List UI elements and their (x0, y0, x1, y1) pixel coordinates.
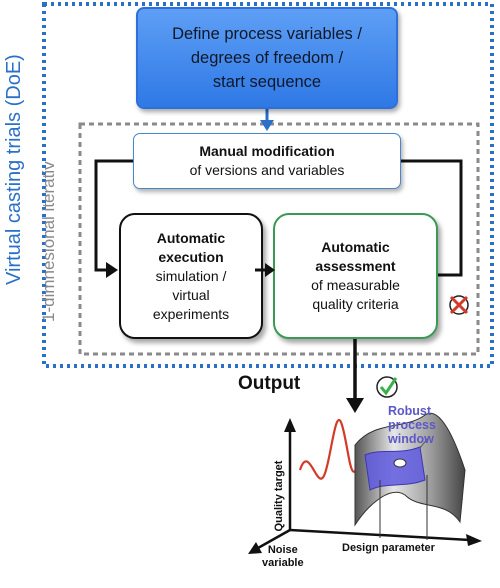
automatic-execution-box: Automatic execution simulation / virtual… (119, 213, 263, 339)
reject-icon (449, 295, 469, 315)
design-parameter-label: Design parameter (342, 542, 435, 554)
quality-target-label: Quality target (273, 460, 285, 532)
assess-body-2: quality criteria (312, 296, 399, 312)
top-box-line-2: degrees of freedom / (190, 49, 344, 67)
doe-frame (42, 2, 494, 368)
robust-window-label: Robust process window (388, 404, 436, 446)
noise-line-2: variable (262, 557, 304, 569)
arrow-to-output-head (346, 398, 364, 413)
iteration-frame (78, 122, 480, 356)
exec-body-2: virtual (172, 286, 210, 303)
robust-line-1: Robust (388, 404, 432, 418)
exec-body-1: simulation / (155, 267, 227, 284)
accept-icon (376, 376, 398, 398)
top-box-line-1: Define process variables / (172, 25, 362, 43)
arrow-manual-to-exec (94, 159, 133, 272)
noise-line-1: Noise (267, 544, 298, 556)
doe-label: Virtual casting trials (DoE) (3, 54, 25, 285)
arrow-manual-to-exec-head (106, 262, 118, 278)
exec-body-3: experiments (152, 305, 230, 322)
iteration-label: 1-dimnesional iterativ (39, 161, 58, 322)
manual-modification-box: Manual modification of versions and vari… (133, 133, 401, 189)
output-plot (248, 412, 482, 554)
assess-title-2: assessment (315, 258, 396, 274)
noise-variable-label: Noise variable (262, 544, 304, 570)
arrow-top-to-manual-head (260, 120, 274, 131)
manual-subtitle: of versions and variables (189, 162, 345, 178)
exec-title-2: execution (158, 248, 224, 265)
output-label: Output (238, 373, 301, 394)
arrow-assess-to-manual (401, 159, 463, 277)
automatic-assessment-box: Automatic assessment of measurable quali… (273, 213, 438, 339)
manual-title: Manual modification (199, 143, 335, 159)
robust-line-2: process (388, 418, 436, 432)
arrow-exec-to-assess-icon (255, 263, 275, 277)
robust-line-3: window (388, 432, 434, 446)
exec-title-1: Automatic (156, 229, 226, 246)
assess-body-1: of measurable (311, 277, 400, 293)
top-box-line-3: start sequence (212, 73, 322, 91)
define-variables-box: Define process variables / degrees of fr… (136, 7, 398, 109)
assess-title-1: Automatic (321, 239, 390, 255)
